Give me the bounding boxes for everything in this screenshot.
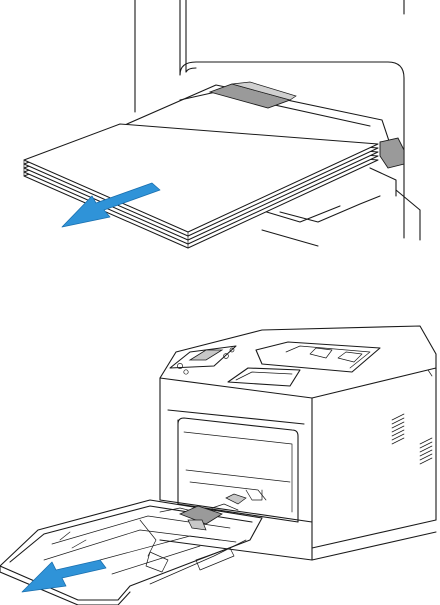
paper-stack: [24, 124, 378, 248]
figure-bypass-tray: [24, 0, 420, 248]
figure-paper-tray: [0, 326, 436, 605]
side-vents: [392, 370, 432, 464]
control-panel: [170, 346, 236, 374]
paper-guide-right: [380, 138, 404, 168]
pull-arrow-icon: [22, 560, 106, 592]
